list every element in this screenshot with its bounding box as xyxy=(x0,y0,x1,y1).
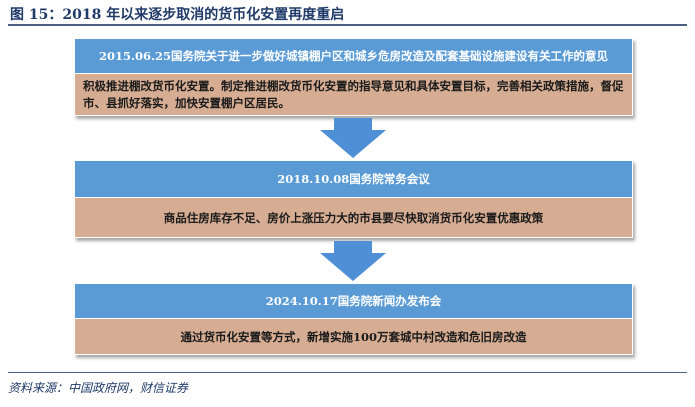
step-body-2024: 通过货币化安置等方式，新增实施100万套城中村改造和危旧房改造 xyxy=(74,319,633,355)
step-panel-2018: 2018.10.08国务院常务会议 商品住房库存不足、房价上涨压力大的市县要尽快… xyxy=(74,160,633,238)
source-note: 资料来源：中国政府网，财信证券 xyxy=(8,372,687,396)
down-arrow-icon xyxy=(320,241,386,281)
down-arrow-icon xyxy=(320,118,386,158)
step-header-2024: 2024.10.17国务院新闻办发布会 xyxy=(74,283,633,319)
step-body-2015: 积极推进棚改货币化安置。制定推进棚改货币化安置的指导意见和具体安置目标，完善相关… xyxy=(74,74,633,116)
figure-title-bar: 图 15：2018 年以来逐步取消的货币化安置再度重启 xyxy=(8,2,687,26)
step-panel-2024: 2024.10.17国务院新闻办发布会 通过货币化安置等方式，新增实施100万套… xyxy=(74,283,633,355)
step-body-2018: 商品住房库存不足、房价上涨压力大的市县要尽快取消货币化安置优惠政策 xyxy=(74,198,633,238)
step-header-2018: 2018.10.08国务院常务会议 xyxy=(74,160,633,198)
step-header-2015: 2015.06.25国务院关于进一步做好城镇棚户区和城乡危房改造及配套基础设施建… xyxy=(74,38,633,74)
figure-title: 图 15：2018 年以来逐步取消的货币化安置再度重启 xyxy=(10,7,345,23)
step-panel-2015: 2015.06.25国务院关于进一步做好城镇棚户区和城乡危房改造及配套基础设施建… xyxy=(74,38,633,116)
